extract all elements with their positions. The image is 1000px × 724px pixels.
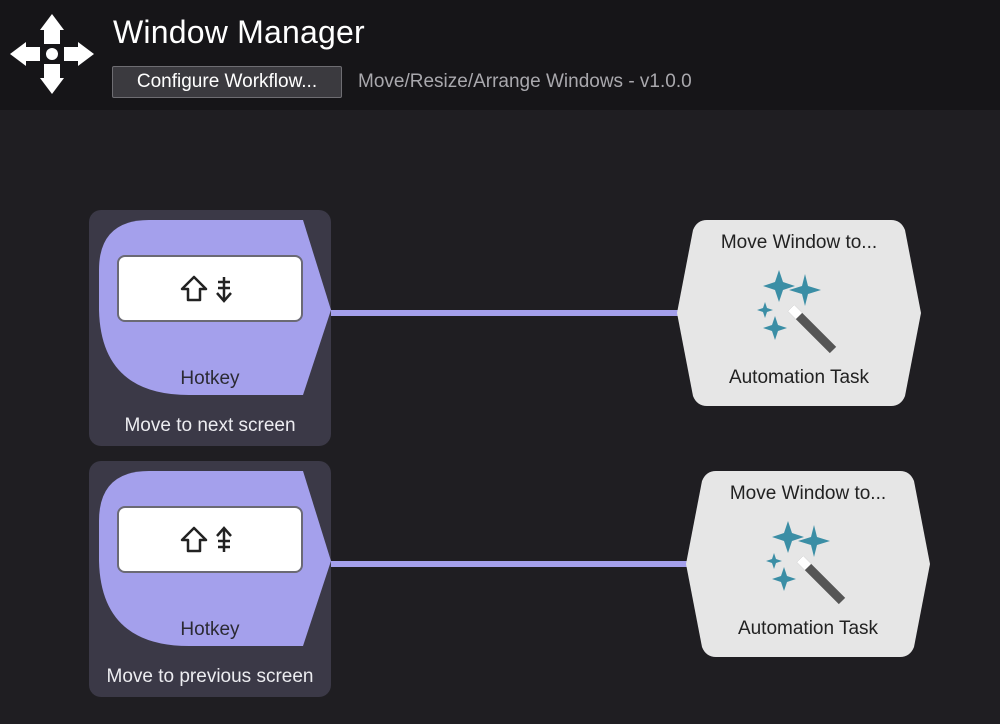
- workflow-header: Window Manager Configure Workflow... Mov…: [0, 0, 1000, 110]
- workflow-title: Window Manager: [113, 14, 365, 50]
- configure-workflow-button[interactable]: Configure Workflow...: [112, 66, 342, 98]
- magic-wand-icon: [757, 270, 837, 354]
- action-title: Move Window to...: [729, 483, 887, 504]
- trigger-caption: Move to previous screen: [106, 666, 314, 687]
- workflow-canvas: Hotkey Move to next screen Move Window t…: [0, 110, 1000, 724]
- magic-wand-icon: [766, 521, 846, 605]
- workflow-subtitle: Move/Resize/Arrange Windows - v1.0.0: [358, 71, 692, 92]
- connection-line[interactable]: [331, 561, 687, 567]
- automation-task-node[interactable]: Move Window to... Automation Task: [677, 220, 921, 406]
- automation-task-node[interactable]: Move Window to... Automation Task: [686, 471, 930, 657]
- hotkey-combo-box[interactable]: [117, 506, 303, 573]
- hotkey-combo-box[interactable]: [117, 255, 303, 322]
- shift-page-down-icon: [180, 275, 232, 303]
- connection-line[interactable]: [331, 310, 678, 316]
- action-type-label: Automation Task: [728, 367, 870, 388]
- trigger-type-label: Hotkey: [180, 368, 240, 389]
- trigger-group-previous-screen[interactable]: Hotkey Move to previous screen: [89, 461, 331, 697]
- trigger-group-next-screen[interactable]: Hotkey Move to next screen: [89, 210, 331, 446]
- action-type-label: Automation Task: [737, 618, 879, 639]
- action-title: Move Window to...: [720, 232, 878, 253]
- trigger-type-label: Hotkey: [180, 619, 240, 640]
- shift-page-up-icon: [180, 525, 232, 552]
- trigger-caption: Move to next screen: [124, 415, 296, 436]
- window-manager-arrows-icon: [10, 14, 94, 94]
